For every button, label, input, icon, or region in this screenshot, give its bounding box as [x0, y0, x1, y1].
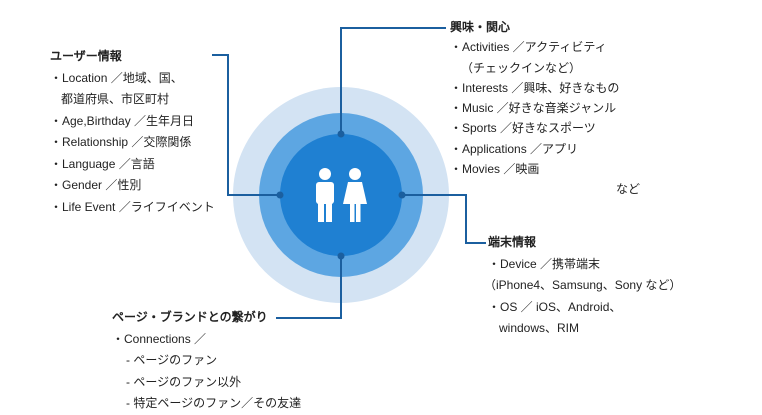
list-item: ・Activities ／アクティビティ	[450, 40, 607, 55]
list-item: ・Movies ／映画	[450, 162, 540, 177]
user-info-block: ユーザー情報 ・Location ／地域、国、 都道府県、市区町村 ・Age,B…	[50, 46, 215, 218]
list-item: ・Sports ／好きなスポーツ	[450, 121, 596, 136]
etc-label: など	[616, 182, 641, 197]
list-item: ・Relationship ／交際関係	[50, 135, 192, 149]
list-item: - ページのファン以外	[126, 374, 242, 389]
list-item: ・Connections ／	[112, 331, 207, 346]
connector-device	[402, 194, 486, 244]
user-info-title: ユーザー情報	[50, 49, 122, 63]
page-brand-title: ページ・ブランドとの繋がり	[112, 310, 268, 324]
connector-lines	[212, 27, 486, 319]
people-icon	[316, 168, 367, 222]
list-item: ・Music ／好きな音楽ジャンル	[450, 101, 617, 116]
list-item: ・Life Event ／ライフイベント	[50, 199, 215, 214]
connector-user-info	[212, 54, 280, 196]
interests-title: 興味・関心	[450, 20, 511, 34]
list-item: 都道府県、市区町村	[61, 92, 170, 106]
connector-interests	[340, 27, 446, 134]
list-item: ・Applications ／アプリ	[450, 141, 579, 156]
list-item: （チェックインなど）	[461, 60, 582, 75]
list-item: windows、RIM	[499, 321, 580, 335]
list-item: ・Age,Birthday ／生年月日	[50, 113, 195, 128]
page-brand-block: ページ・ブランドとの繋がり ・Connections ／ - ページのファン -…	[112, 307, 301, 415]
list-item: ・OS ／ iOS、Android、	[488, 299, 622, 314]
connector-page-brand	[276, 256, 342, 319]
woman-figure	[343, 168, 367, 222]
list-item: ・Interests ／興味、好きなもの	[450, 80, 620, 95]
list-item: ・Gender ／性別	[50, 178, 142, 192]
device-info-block: 端末情報 ・Device ／携帯端末 （iPhone4、Samsung、Sony…	[484, 232, 681, 340]
list-item: ・Device ／携帯端末	[488, 256, 601, 271]
list-item: - ページのファン	[126, 353, 218, 367]
man-figure	[316, 168, 334, 222]
interests-block: 興味・関心 ・Activities ／アクティビティ （チェックインなど） ・I…	[450, 17, 640, 200]
list-item: - 特定ページのファン／その友達	[126, 396, 302, 410]
list-item: ・Language ／言語	[50, 156, 155, 171]
device-info-title: 端末情報	[488, 235, 537, 249]
inner-circle	[280, 134, 402, 256]
connector-dots	[276, 130, 406, 260]
list-item: ・Location ／地域、国、	[50, 70, 183, 85]
list-item: （iPhone4、Samsung、Sony など）	[484, 278, 682, 292]
